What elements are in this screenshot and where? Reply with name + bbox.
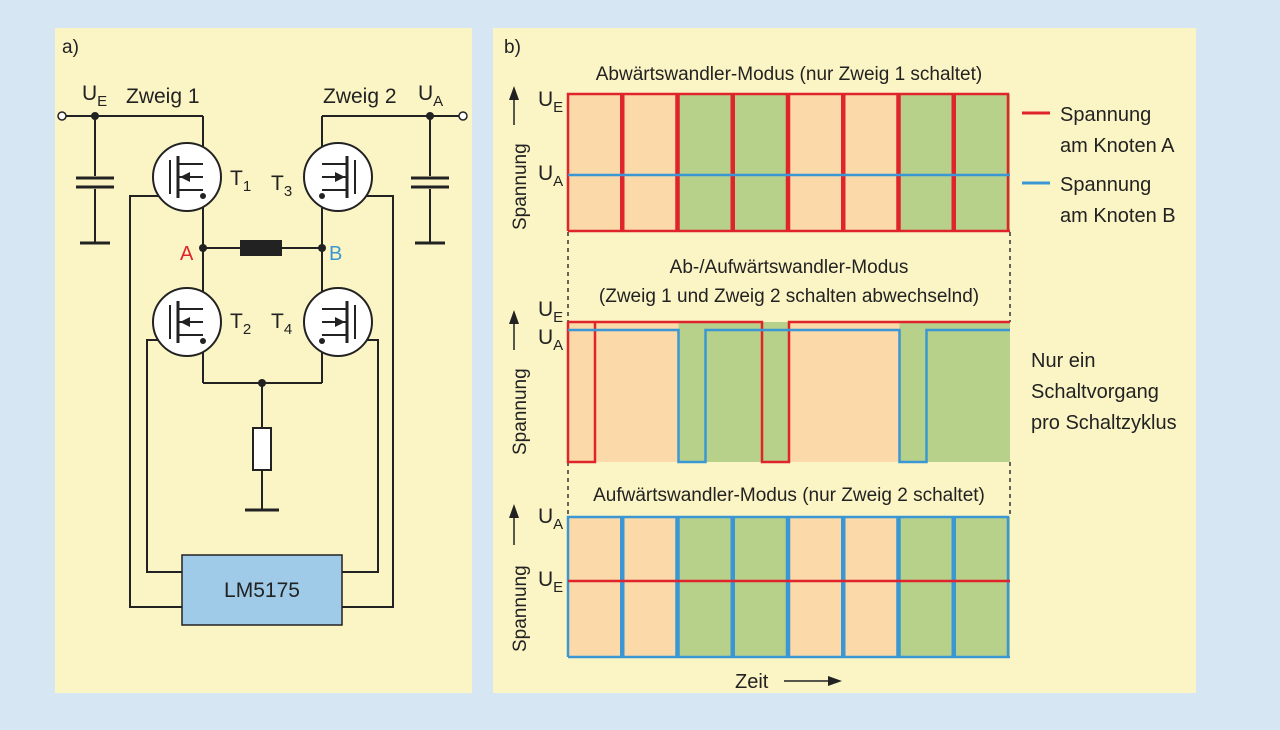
inductor [240,240,282,256]
y-axis-label-1: Spannung [510,143,531,230]
output-voltage-label: UA [418,82,443,110]
panel-a-label: a) [62,37,79,58]
legend-node-a-line1: Spannung [1060,104,1151,126]
mode-buck-boost-node-a-pulse [566,322,597,464]
mode-buck-boost-title-line1: Ab-/Aufwärtswandler-Modus [670,257,909,278]
mode-buck-band [954,94,1010,231]
legend: Spannung am Knoten A Spannung am Knoten … [1022,104,1176,227]
mode-buck-band [899,94,955,231]
transistor-t2 [152,287,222,357]
y-axis-label-3: Spannung [510,565,531,652]
panel-b-label: b) [504,37,521,58]
mode-buck-boost-band [899,322,1010,462]
mode-buck-band [733,94,789,231]
mode-boost [566,515,1010,659]
circuit-wires [66,115,460,608]
mode-buck-boost-band [789,322,900,462]
node-a-label: A [180,243,194,265]
mode-buck-boost-title-line2: (Zweig 1 und Zweig 2 schalten abwechseln… [599,286,979,307]
shunt-resistor [252,427,272,471]
mode-boost-band [954,517,1010,657]
y-axis-label-2: Spannung [510,368,531,455]
t4-label: T4 [271,310,292,338]
mode-buck-band [568,94,624,231]
mode-buck-boost-upper-label: UE [538,298,563,326]
mode-buck-boost-band [678,322,789,462]
mode-buck-node-a-trace [566,92,1010,231]
mode-buck-boost-band [568,322,679,462]
mode-boost-band [899,517,955,657]
mode-buck-band [678,94,734,231]
y-axis-2: Spannung [509,310,531,455]
y-axis-arrow-3 [509,504,519,518]
legend-node-b-line1: Spannung [1060,174,1151,196]
dashed-frame [567,232,1011,517]
branch1-label: Zweig 1 [126,85,200,108]
mode-boost-band [568,517,624,657]
switching-note: Nur ein Schaltvorgang pro Schaltzyklus [1031,350,1177,434]
y-axis-arrow-1 [509,86,519,100]
note-line2: Schaltvorgang [1031,381,1159,403]
mode-boost-band [678,517,734,657]
mode-buck-upper-label: UE [538,88,563,116]
y-axis-1: Spannung [509,86,531,230]
transistor-t4 [303,287,373,357]
y-axis-3: Spannung [509,504,531,652]
mode-boost-band [733,517,789,657]
mode-boost-band [623,517,679,657]
controller-box [181,554,343,626]
mode-buck-boost-node-a-trace [568,320,1010,464]
mode-buck-mid-label: UA [538,162,563,190]
mode-buck [566,92,1010,233]
panel-a: a) UE Zweig 1 Zweig 2 UA [55,28,472,693]
input-voltage-label: UE [82,82,107,110]
controller-label: LM5175 [224,579,300,602]
mode-buck-band [623,94,679,231]
mode-buck-boost-node-b-trace [568,328,1010,464]
y-axis-arrow-2 [509,310,519,324]
t1-label: T1 [230,167,251,195]
x-axis-arrow [828,676,842,686]
mode-boost-band [844,517,900,657]
mode-buck-band [789,94,845,231]
legend-node-b-line2: am Knoten B [1060,205,1176,227]
note-line3: pro Schaltzyklus [1031,412,1177,434]
branch2-label: Zweig 2 [323,85,397,108]
mode-buck-title: Abwärtswandler-Modus (nur Zweig 1 schalt… [596,64,983,85]
note-line1: Nur ein [1031,350,1095,372]
mode-boost-band [789,517,845,657]
mode-buck-boost-mid-label: UA [538,326,563,354]
mode-boost-node-b-trace [566,515,1010,657]
t3-label: T3 [271,172,292,200]
transistor-t3 [303,142,373,212]
x-axis-label: Zeit [735,671,769,693]
legend-node-a-line2: am Knoten A [1060,135,1175,157]
mode-boost-title: Aufwärtswandler-Modus (nur Zweig 2 schal… [593,485,985,506]
t2-label: T2 [230,310,251,338]
panel-b: b) Abwärtswandler-Modus (nur Zweig 1 sch… [493,28,1196,693]
node-b-label: B [329,243,342,265]
mode-buck-band [844,94,900,231]
mode-buck-boost [566,320,1010,464]
transistor-t1 [152,142,222,212]
mode-boost-upper-label: UA [538,505,563,533]
mode-boost-mid-label: UE [538,568,563,596]
